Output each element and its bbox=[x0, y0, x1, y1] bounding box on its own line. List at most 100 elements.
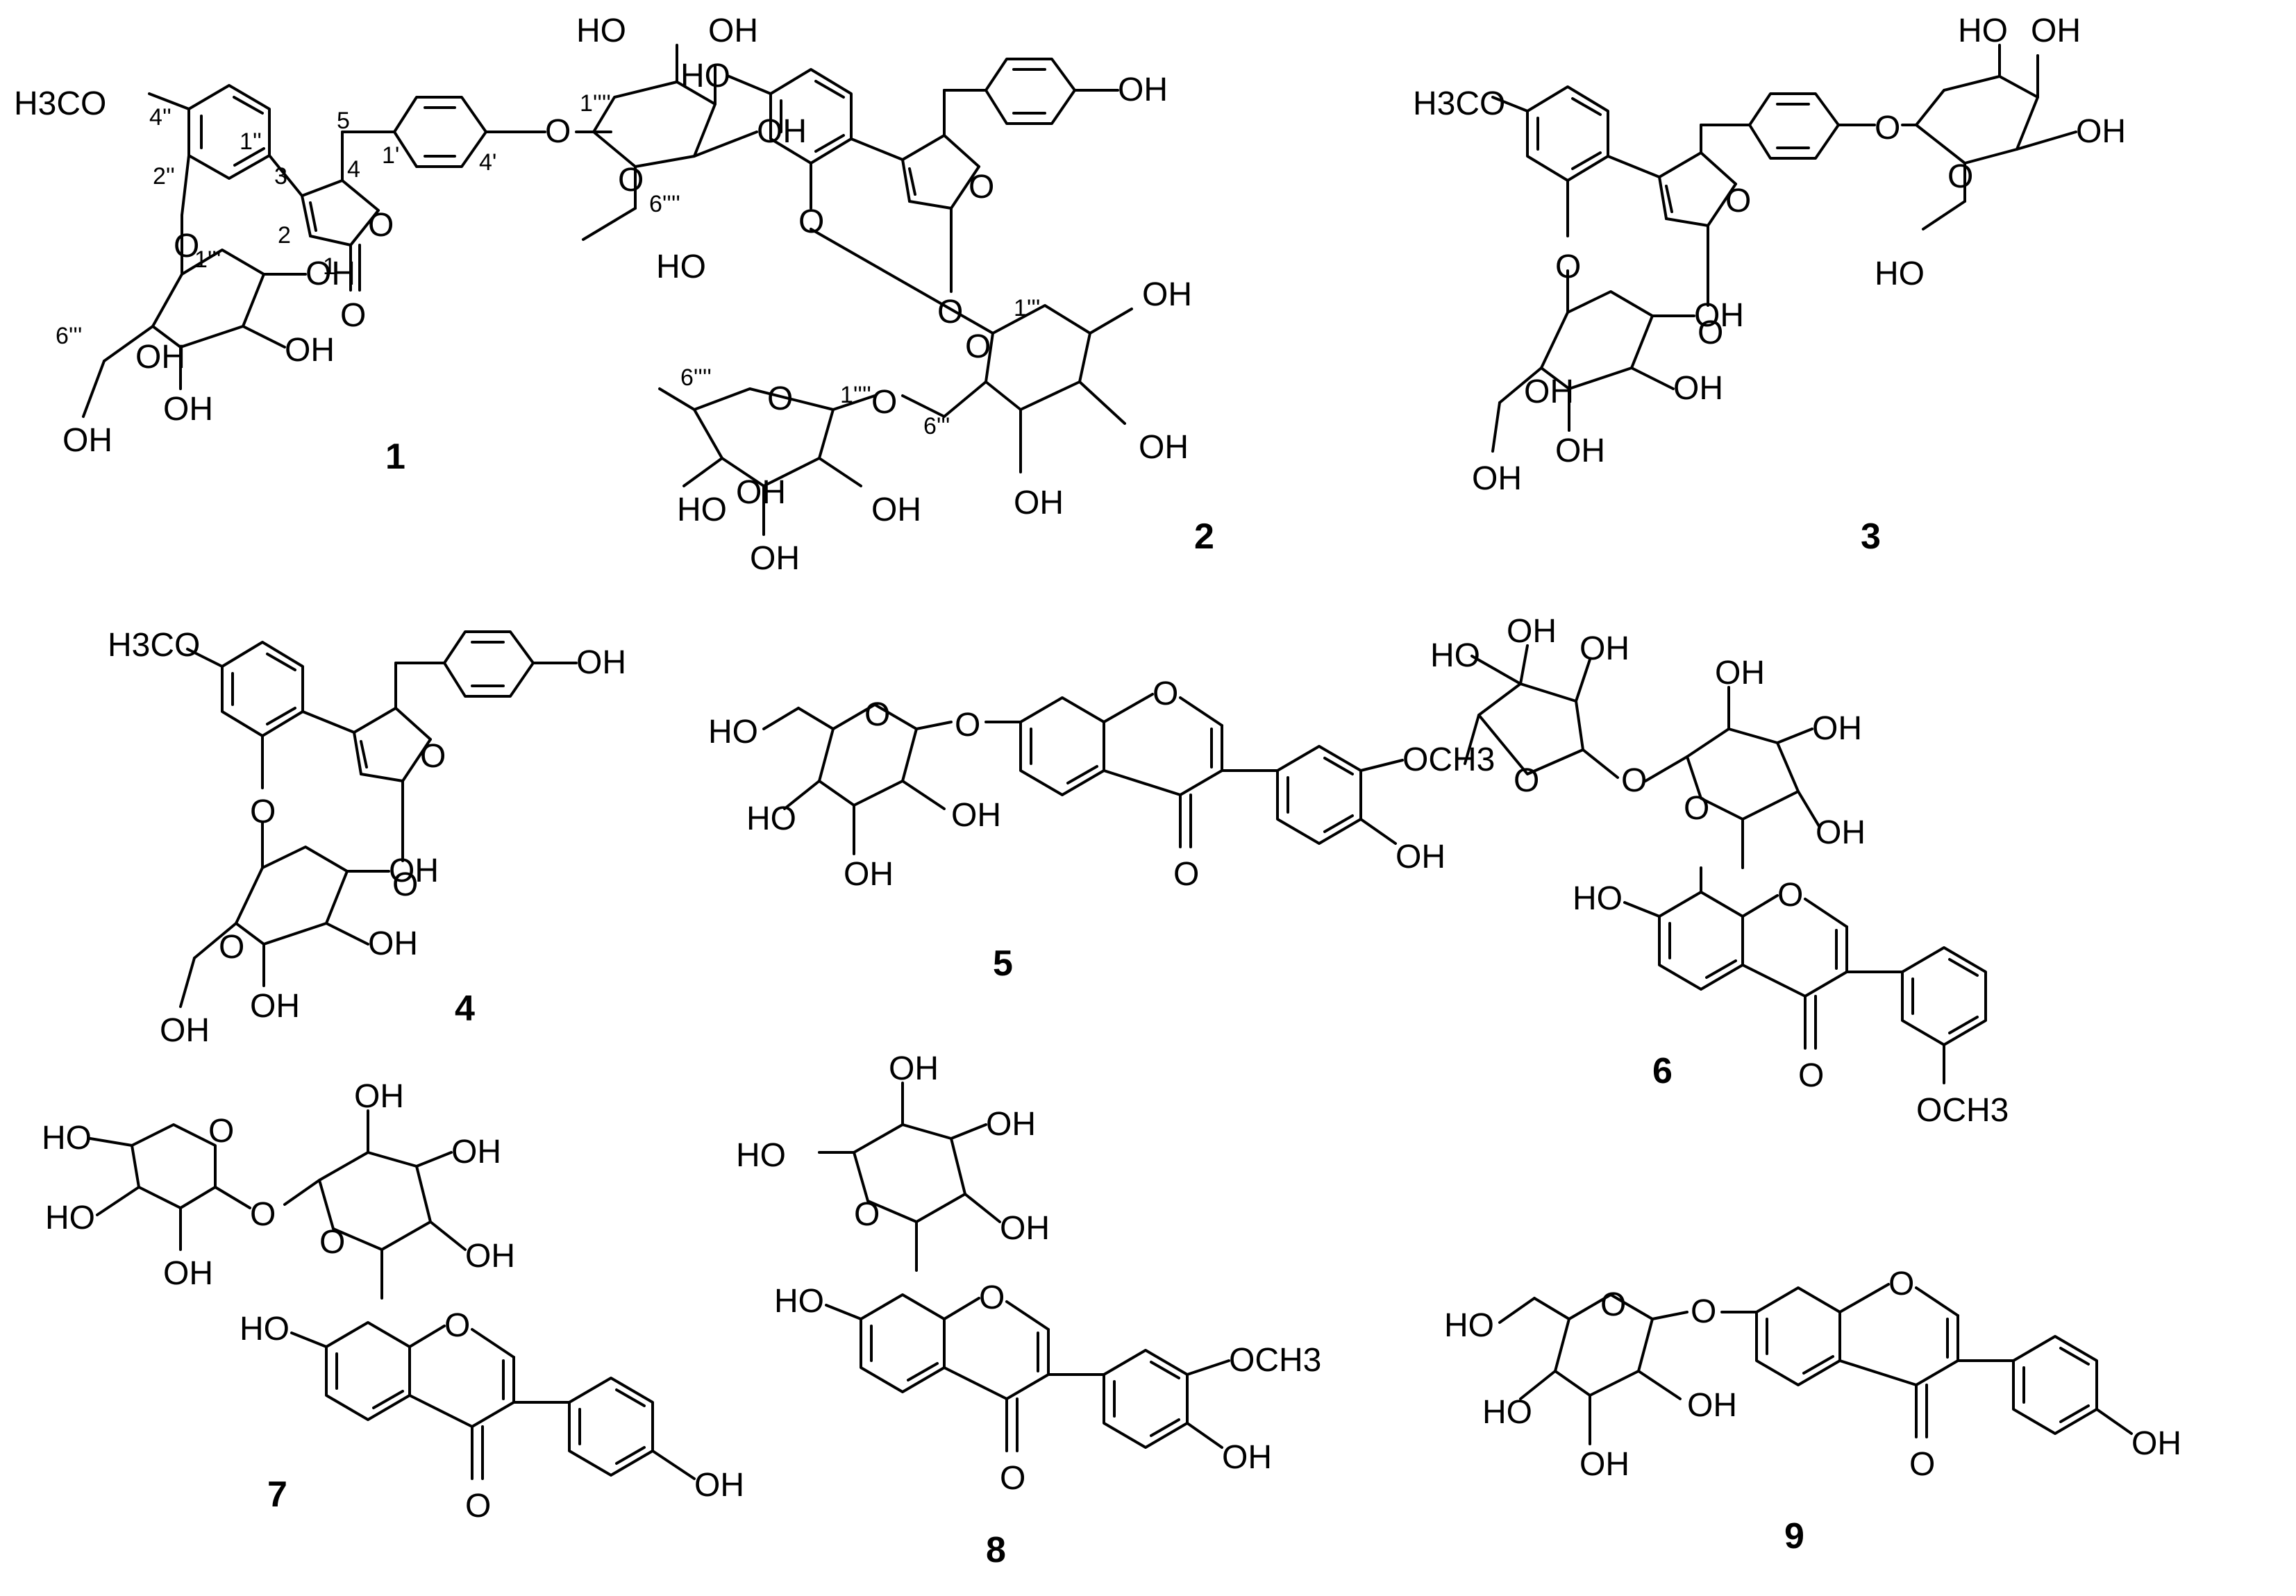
c2-label: OH bbox=[1142, 276, 1192, 313]
compound-1-bonds bbox=[82, 44, 758, 418]
c9-label: O bbox=[1909, 1446, 1935, 1483]
c1-locant: 1 bbox=[323, 253, 336, 280]
c7-label: OH bbox=[694, 1467, 744, 1504]
c8-label: OCH3 bbox=[1229, 1342, 1321, 1379]
compound-number: 7 bbox=[267, 1475, 287, 1515]
c3-label: HO bbox=[1958, 12, 2008, 49]
compound-6-bonds bbox=[1464, 644, 1987, 1084]
c4-label: OH bbox=[368, 925, 418, 962]
compound-number: 5 bbox=[993, 943, 1013, 984]
c5-label: HO bbox=[708, 714, 758, 750]
c3-label: OH bbox=[2076, 113, 2126, 150]
compound-number: 1 bbox=[385, 437, 405, 477]
c2-label: O bbox=[798, 203, 824, 240]
compound-1-structure: H3CO O O O O O HO HO OH OH OH OH OH OH O… bbox=[14, 12, 807, 477]
c5-label: OH bbox=[1396, 839, 1446, 875]
c6-label: O bbox=[1777, 877, 1803, 914]
c7-label: O bbox=[465, 1488, 491, 1524]
c1-label: OH bbox=[135, 339, 185, 376]
compound-4-labels: H3CO OH O O O O OH OH OH OH 4 bbox=[108, 627, 626, 1049]
c1-locant: 1'''' bbox=[580, 90, 611, 117]
c1-locant: 4' bbox=[479, 149, 496, 176]
c2-label: HO bbox=[680, 58, 730, 94]
compound-7-bonds bbox=[89, 1109, 696, 1480]
c7-label: HO bbox=[45, 1200, 95, 1236]
c7-label: OH bbox=[163, 1255, 213, 1292]
c1-locant: 6''' bbox=[56, 323, 82, 349]
c6-label: OH bbox=[1816, 814, 1866, 851]
c4-label: O bbox=[392, 866, 418, 903]
c2-label: HO bbox=[677, 492, 727, 528]
compound-8-labels: OH HO OH O OH HO O O OCH3 OH 8 bbox=[736, 1050, 1321, 1570]
c6-label: O bbox=[1514, 762, 1539, 799]
c2-label: O bbox=[937, 294, 963, 330]
c2-label: OH bbox=[871, 492, 921, 528]
c2-label: OH bbox=[750, 540, 800, 577]
compound-2-labels: HO OH O O O O O O HO OH OH OH OH OH OH 1… bbox=[677, 58, 1214, 577]
c1-locant: 2 bbox=[278, 222, 291, 249]
compound-7-structure: HO HO OH O O OH OH OH O HO O O OH 7 bbox=[42, 1078, 744, 1524]
c7-label: O bbox=[250, 1196, 276, 1233]
c2-label: OH bbox=[1118, 72, 1168, 108]
c3-label: O bbox=[1698, 314, 1723, 351]
compound-number: 3 bbox=[1861, 516, 1881, 557]
c2-label: O bbox=[767, 380, 793, 417]
c6-label: HO bbox=[1430, 637, 1480, 674]
c1-label: O bbox=[174, 228, 199, 264]
c1-locant: 1' bbox=[382, 142, 399, 169]
c5-label: O bbox=[1173, 856, 1199, 893]
c2-label: OH bbox=[736, 474, 786, 511]
compound-2-bonds bbox=[658, 58, 1133, 536]
c5-label: O bbox=[864, 696, 890, 733]
c5-label: OH bbox=[951, 797, 1001, 834]
compound-number: 8 bbox=[986, 1530, 1006, 1570]
c9-label: HO bbox=[1444, 1307, 1494, 1344]
c3-label: O bbox=[1555, 249, 1581, 285]
c5-label: HO bbox=[746, 800, 796, 837]
c7-label: OH bbox=[465, 1238, 515, 1275]
c2-label: O bbox=[871, 384, 897, 421]
compound-3-bonds bbox=[1491, 44, 2077, 453]
c5-label: O bbox=[1153, 675, 1178, 712]
c2-locant: 6''' bbox=[923, 413, 950, 439]
c4-label: OH bbox=[389, 852, 439, 889]
compound-5-structure: HO HO OH OH O O O O OCH3 OH 5 bbox=[708, 675, 1495, 984]
c3-label: OH bbox=[1673, 370, 1723, 407]
c8-label: OH bbox=[986, 1106, 1036, 1143]
c9-label: O bbox=[1888, 1266, 1914, 1302]
c6-label: O bbox=[1798, 1057, 1824, 1094]
c8-label: OH bbox=[1000, 1210, 1050, 1247]
c2-label: O bbox=[965, 328, 991, 365]
c3-label: O bbox=[1875, 110, 1900, 146]
c4-label: OH bbox=[160, 1012, 210, 1049]
compound-3-labels: H3CO O O O O O HO HO OH OH OH OH OH OH O… bbox=[1413, 12, 2126, 557]
compound-number: 2 bbox=[1194, 516, 1214, 557]
compound-1-labels: H3CO O O O O O HO HO OH OH OH OH OH OH O… bbox=[14, 12, 807, 477]
compound-4-structure: H3CO OH O O O O OH OH OH OH 4 bbox=[108, 627, 626, 1049]
c3-label: OH bbox=[1555, 432, 1605, 469]
c7-label: HO bbox=[42, 1120, 92, 1157]
c1-locant: 1'' bbox=[240, 128, 262, 155]
c6-label: HO bbox=[1573, 880, 1623, 917]
c3-label: OH bbox=[2031, 12, 2081, 49]
c3-label: H3CO bbox=[1413, 85, 1505, 122]
c1-label: O bbox=[368, 207, 394, 244]
c9-label: OH bbox=[1687, 1387, 1737, 1424]
c2-label: O bbox=[969, 169, 994, 205]
c1-locant: 4'' bbox=[149, 104, 171, 131]
c2-locant: 1'''' bbox=[840, 382, 871, 408]
c1-locant: 2'' bbox=[153, 163, 175, 190]
c6-label: OH bbox=[1579, 630, 1629, 667]
compound-2-structure: HO OH O O O O O O HO OH OH OH OH OH OH 1… bbox=[658, 58, 1214, 577]
c1-label: HO bbox=[656, 249, 706, 285]
compound-number: 6 bbox=[1652, 1051, 1673, 1091]
compound-4-bonds bbox=[179, 630, 578, 1008]
c3-label: OH bbox=[1472, 460, 1522, 497]
c8-label: HO bbox=[736, 1137, 786, 1174]
c8-label: O bbox=[854, 1196, 880, 1233]
c9-label: O bbox=[1600, 1286, 1626, 1323]
c5-label: OH bbox=[844, 856, 894, 893]
c1-locant: 5 bbox=[337, 108, 350, 134]
c3-label: O bbox=[1947, 158, 1973, 195]
c6-label: OH bbox=[1507, 613, 1557, 650]
